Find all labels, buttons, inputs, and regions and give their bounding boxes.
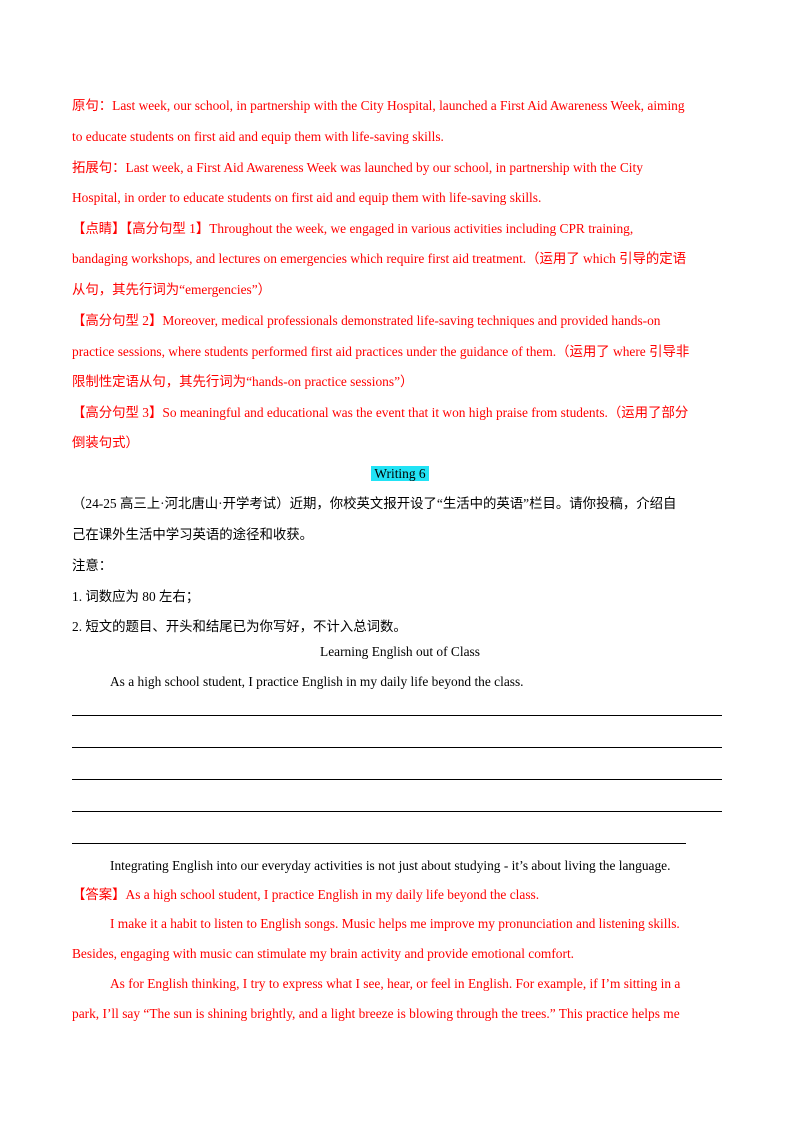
highlight-pattern-1-line-2: bandaging workshops, and lectures on eme… bbox=[72, 251, 687, 266]
answer-paragraph-1-line-1: I make it a habit to listen to English s… bbox=[110, 916, 680, 931]
highlight-pattern-1-line-1: 【点睛】【高分句型 1】Throughout the week, we enga… bbox=[72, 221, 634, 236]
answer-paragraph-1-line-2: Besides, engaging with music can stimula… bbox=[72, 946, 575, 961]
answer-paragraph-2-line-1: As for English thinking, I try to expres… bbox=[110, 976, 681, 991]
prompt-line-1: （24-25 高三上·河北唐山·开学考试）近期，你校英文报开设了“生活中的英语”… bbox=[72, 496, 677, 511]
writing-rule-5 bbox=[72, 843, 686, 844]
requirement-1: 1. 词数应为 80 左右； bbox=[72, 589, 200, 604]
highlight-pattern-2-line-1: 【高分句型 2】Moreover, medical professionals … bbox=[72, 313, 661, 328]
highlight-pattern-3-line-1: 【高分句型 3】So meaningful and educational wa… bbox=[72, 405, 689, 420]
original-sentence-line-2: to educate students on first aid and equ… bbox=[72, 129, 444, 144]
answer-line: 【答案】As a high school student, I practice… bbox=[72, 887, 540, 902]
essay-closing: Integrating English into our everyday ac… bbox=[110, 858, 671, 873]
highlight-pattern-1-line-3: 从句，其先行词为“emergencies”） bbox=[72, 282, 272, 297]
expanded-sentence-line-1: 拓展句：Last week, a First Aid Awareness Wee… bbox=[72, 160, 643, 175]
notes-label: 注意： bbox=[72, 558, 113, 573]
writing-heading-label: Writing 6 bbox=[371, 466, 429, 481]
requirement-2: 2. 短文的题目、开头和结尾已为你写好，不计入总词数。 bbox=[72, 619, 407, 634]
highlight-pattern-2-line-3: 限制性定语从句，其先行词为“hands-on practice sessions… bbox=[72, 374, 414, 389]
prompt-line-2: 己在课外生活中学习英语的途径和收获。 bbox=[72, 527, 314, 542]
expanded-sentence-line-2: Hospital, in order to educate students o… bbox=[72, 190, 542, 205]
highlight-pattern-3-line-2: 倒装句式） bbox=[72, 435, 139, 450]
answer-paragraph-2-line-2: park, I’ll say “The sun is shining brigh… bbox=[72, 1006, 680, 1021]
essay-title: Learning English out of Class bbox=[320, 644, 480, 659]
original-sentence-line-1: 原句：Last week, our school, in partnership… bbox=[72, 98, 685, 113]
writing-rule-3 bbox=[72, 779, 722, 780]
writing-rule-4 bbox=[72, 811, 722, 812]
writing-rule-2 bbox=[72, 747, 722, 748]
writing-rule-1 bbox=[72, 715, 722, 716]
essay-opening: As a high school student, I practice Eng… bbox=[110, 674, 524, 689]
highlight-pattern-2-line-2: practice sessions, where students perfor… bbox=[72, 344, 690, 359]
writing-heading: Writing 6 bbox=[0, 466, 800, 481]
